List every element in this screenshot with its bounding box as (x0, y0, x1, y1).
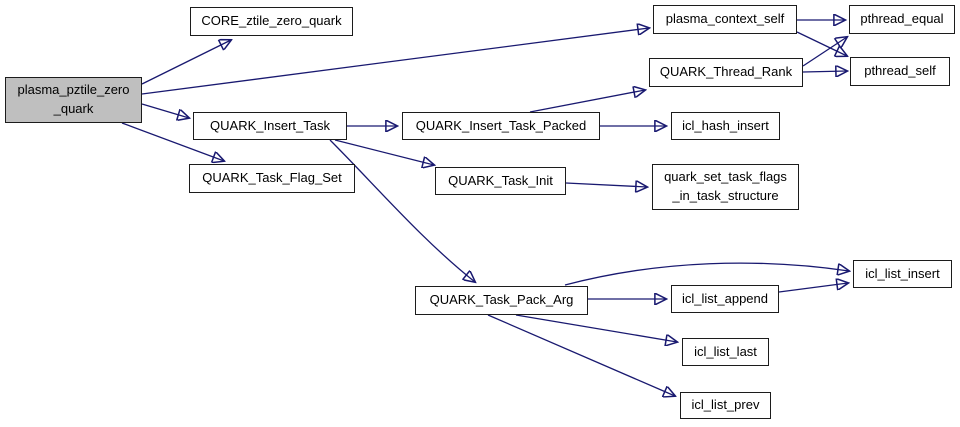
edge-root-to-quark-task-flag-set (121, 122, 224, 161)
node-icl-list-insert[interactable]: icl_list_insert (853, 260, 952, 288)
edge-quark-insert-task-packed-to-quark-thread-rank (529, 90, 645, 113)
node-icl-list-prev[interactable]: icl_list_prev (680, 392, 771, 419)
node-quark-thread-rank[interactable]: QUARK_Thread_Rank (649, 58, 803, 87)
node-quark-task-init[interactable]: QUARK_Task_Init (435, 167, 566, 195)
edge-quark-task-pack-arg-to-icl-list-insert (564, 262, 849, 286)
edge-quark-insert-task-to-quark-task-pack-arg (329, 139, 475, 282)
edge-quark-thread-rank-to-pthread-equal (802, 37, 847, 67)
edge-plasma-context-self-to-pthread-self (796, 31, 847, 56)
node-icl-hash-insert[interactable]: icl_hash_insert (671, 112, 780, 140)
edge-quark-task-pack-arg-to-icl-list-last (515, 314, 677, 342)
node-quark-set-task-flags-in-task-structure[interactable]: quark_set_task_flags _in_task_structure (652, 164, 799, 210)
edge-root-to-plasma-context-self (141, 28, 649, 95)
node-pthread-equal[interactable]: pthread_equal (849, 5, 955, 34)
edge-quark-task-pack-arg-to-icl-list-prev (487, 314, 675, 396)
node-quark-insert-task-packed[interactable]: QUARK_Insert_Task_Packed (402, 112, 600, 140)
node-quark-task-flag-set[interactable]: QUARK_Task_Flag_Set (189, 164, 355, 193)
node-quark-insert-task[interactable]: QUARK_Insert_Task (193, 112, 347, 140)
edge-root-to-quark-insert-task (141, 103, 189, 118)
node-icl-list-last[interactable]: icl_list_last (682, 338, 769, 366)
edge-quark-thread-rank-to-pthread-self (802, 71, 847, 72)
node-plasma-context-self[interactable]: plasma_context_self (653, 5, 797, 34)
edge-root-to-core-ztile-zero-quark (141, 40, 231, 85)
edge-quark-task-init-to-quark-set-task-flags (565, 183, 647, 187)
edge-icl-list-append-to-icl-list-insert (778, 283, 848, 293)
edge-quark-insert-task-to-quark-task-init (334, 139, 434, 165)
node-plasma-pztile-zero-quark[interactable]: plasma_pztile_zero _quark (5, 77, 142, 123)
node-core-ztile-zero-quark[interactable]: CORE_ztile_zero_quark (190, 7, 353, 36)
node-icl-list-append[interactable]: icl_list_append (671, 285, 779, 313)
node-quark-task-pack-arg[interactable]: QUARK_Task_Pack_Arg (415, 286, 588, 315)
node-pthread-self[interactable]: pthread_self (850, 57, 950, 86)
